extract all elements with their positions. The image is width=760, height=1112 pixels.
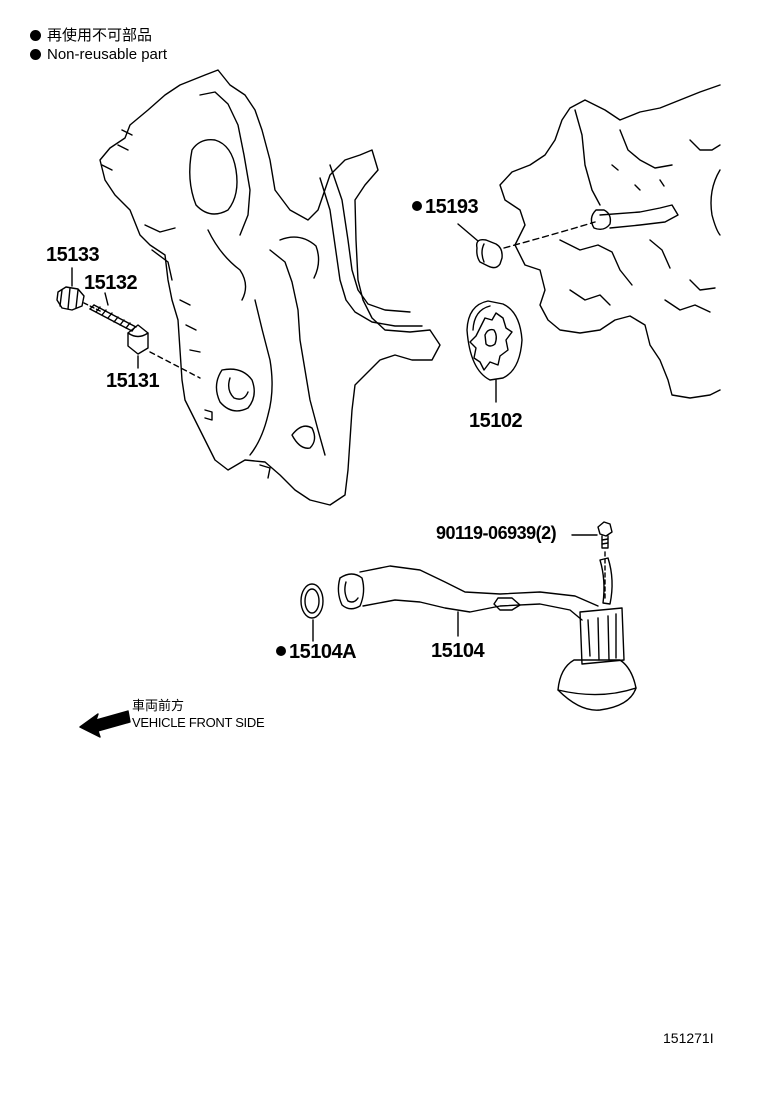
vehicle-front-jp: 車両前方 (132, 698, 185, 713)
callout-15104A[interactable]: 15104A (276, 641, 357, 664)
legend-row-en: Non-reusable part (30, 45, 167, 64)
callout-90119-06939[interactable]: 90119-06939(2) (436, 523, 557, 543)
callout-15131[interactable]: 15131 (106, 370, 160, 392)
gasket-drawing (300, 583, 324, 619)
callout-15193[interactable]: 15193 (412, 196, 479, 219)
callout-15133[interactable]: 15133 (46, 244, 100, 266)
non-reusable-dot-icon (412, 201, 422, 211)
callout-15104[interactable]: 15104 (431, 640, 485, 662)
non-reusable-dot-icon (30, 49, 41, 60)
oil-seal-drawing (457, 221, 596, 269)
timing-cover-drawing (99, 69, 441, 506)
vehicle-front-label: 車両前方 VEHICLE FRONT SIDE (132, 697, 265, 731)
front-arrow-icon (79, 710, 131, 738)
legend-jp-text: 再使用不可部品 (47, 27, 153, 44)
non-reusable-dot-icon (276, 646, 286, 656)
oil-strainer-drawing (312, 557, 637, 711)
legend-row-jp: 再使用不可部品 (30, 26, 167, 45)
non-reusable-dot-icon (30, 30, 41, 41)
legend: 再使用不可部品 Non-reusable part (30, 26, 167, 64)
legend-en-text: Non-reusable part (47, 46, 168, 63)
bolt-drawing (571, 521, 613, 601)
callout-15132[interactable]: 15132 (84, 272, 138, 294)
callout-15102[interactable]: 15102 (469, 410, 523, 432)
vehicle-front-en: VEHICLE FRONT SIDE (132, 715, 265, 730)
relief-valve-parts-drawing (56, 267, 201, 379)
illustration-code: 151271I (663, 1030, 714, 1046)
oil-pump-rotor-drawing (466, 300, 523, 403)
engine-block-drawing (499, 84, 721, 399)
